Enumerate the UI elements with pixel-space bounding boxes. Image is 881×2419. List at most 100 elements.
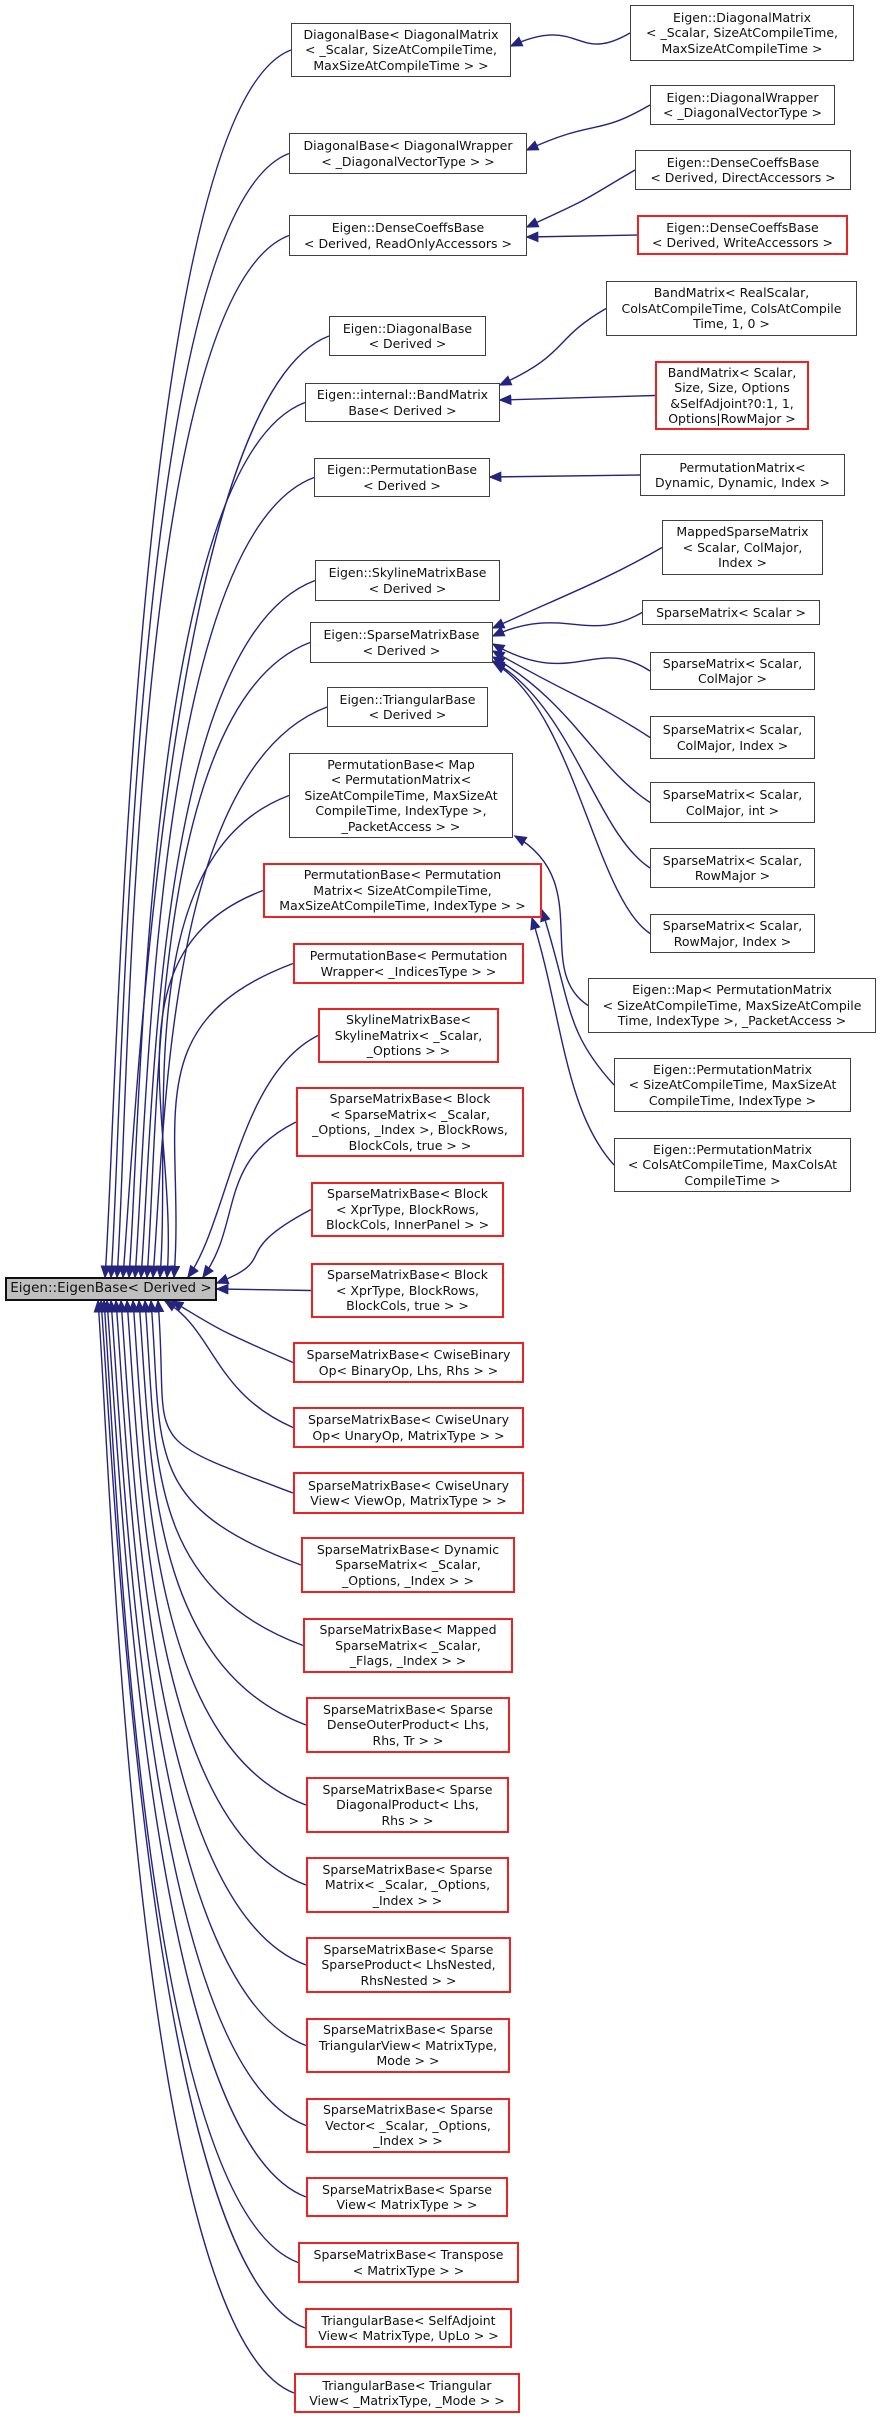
class-node-r5[interactable]: BandMatrix< RealScalar, ColsAtCompileTim… xyxy=(606,281,857,336)
class-node-n16[interactable]: SparseMatrixBase< Block < XprType, Block… xyxy=(311,1263,504,1318)
class-node-n24[interactable]: SparseMatrixBase< Sparse Matrix< _Scalar… xyxy=(306,1857,509,1913)
inheritance-edge-n25-to-root xyxy=(116,1299,307,1966)
class-node-n18[interactable]: SparseMatrixBase< CwiseUnary Op< UnaryOp… xyxy=(293,1407,524,1448)
class-node-r1[interactable]: Eigen::DiagonalMatrix < _Scalar, SizeAtC… xyxy=(630,5,854,61)
inheritance-edge-r5-to-n5 xyxy=(498,307,607,386)
class-node-r6[interactable]: BandMatrix< Scalar, Size, Size, Options … xyxy=(655,361,809,430)
class-node-n20[interactable]: SparseMatrixBase< Dynamic SparseMatrix< … xyxy=(301,1537,515,1593)
class-node-label: BandMatrix< RealScalar, ColsAtCompileTim… xyxy=(621,285,842,332)
class-node-label: SparseMatrix< Scalar, ColMajor, int > xyxy=(662,787,803,818)
inheritance-edge-n21-to-root xyxy=(140,1299,304,1647)
class-node-n7[interactable]: Eigen::SkylineMatrixBase < Derived > xyxy=(315,560,500,601)
inheritance-edge-n11-to-root xyxy=(158,889,264,1279)
class-node-n12[interactable]: PermutationBase< Permutation Wrapper< _I… xyxy=(293,943,524,984)
class-node-n29[interactable]: SparseMatrixBase< Transpose < MatrixType… xyxy=(298,2242,519,2283)
inheritance-edge-n31-to-root xyxy=(93,1299,295,2394)
class-node-r2[interactable]: Eigen::DiagonalWrapper < _DiagonalVector… xyxy=(650,85,835,125)
class-node-label: SparseMatrixBase< Sparse SparseProduct< … xyxy=(321,1941,496,1988)
inheritance-edge-r1-to-n1 xyxy=(509,32,631,47)
inheritance-edge-n9-to-root xyxy=(148,706,328,1279)
class-node-n13[interactable]: SkylineMatrixBase< SkylineMatrix< _Scala… xyxy=(318,1008,499,1063)
class-node-n6[interactable]: Eigen::PermutationBase < Derived > xyxy=(314,458,490,497)
class-node-n26[interactable]: SparseMatrixBase< Sparse TriangularView<… xyxy=(306,2018,510,2073)
class-node-n10[interactable]: PermutationBase< Map < PermutationMatrix… xyxy=(289,753,513,838)
inheritance-edge-n26-to-root xyxy=(111,1299,307,2047)
class-node-n5[interactable]: Eigen::internal::BandMatrix Base< Derive… xyxy=(305,383,500,422)
class-node-r17[interactable]: Eigen::PermutationMatrix < ColsAtCompile… xyxy=(614,1138,851,1192)
class-node-n4[interactable]: Eigen::DiagonalBase < Derived > xyxy=(329,316,486,356)
class-node-n11[interactable]: PermutationBase< Permutation Matrix< Siz… xyxy=(263,863,542,918)
class-node-label: SparseMatrixBase< Sparse TriangularView<… xyxy=(318,2022,498,2069)
class-node-r16[interactable]: Eigen::PermutationMatrix < SizeAtCompile… xyxy=(614,1058,851,1112)
inheritance-edge-n7-to-root xyxy=(136,579,316,1279)
class-node-label: SparseMatrix< Scalar, ColMajor > xyxy=(662,655,803,687)
inheritance-edge-r13-to-n8 xyxy=(491,660,651,869)
class-node-n22[interactable]: SparseMatrixBase< Sparse DenseOuterProdu… xyxy=(306,1697,510,1753)
class-node-label: SparseMatrix< Scalar, ColMajor, Index > xyxy=(662,722,803,753)
class-node-n19[interactable]: SparseMatrixBase< CwiseUnary View< ViewO… xyxy=(293,1472,524,1514)
inheritance-edge-n1-to-root xyxy=(100,49,292,1279)
inheritance-edge-n30-to-root xyxy=(96,1299,306,2329)
class-node-label: Eigen::DiagonalBase < Derived > xyxy=(342,320,473,352)
class-node-label: SparseMatrixBase< Dynamic SparseMatrix< … xyxy=(316,1541,500,1588)
class-node-label: Eigen::SkylineMatrixBase < Derived > xyxy=(328,565,487,596)
class-node-r10[interactable]: SparseMatrix< Scalar, ColMajor > xyxy=(650,652,815,690)
class-node-r8[interactable]: MappedSparseMatrix < Scalar, ColMajor, I… xyxy=(662,520,823,575)
class-node-label: SparseMatrixBase< CwiseUnary Op< UnaryOp… xyxy=(307,1412,509,1443)
class-node-n9[interactable]: Eigen::TriangularBase < Derived > xyxy=(327,687,488,727)
class-node-label: SparseMatrixBase< Mapped SparseMatrix< _… xyxy=(319,1622,497,1669)
class-node-label: Eigen::DenseCoeffsBase < Derived, WriteA… xyxy=(652,219,833,251)
inheritance-edge-n12-to-root xyxy=(169,962,294,1279)
class-node-n27[interactable]: SparseMatrixBase< Sparse Vector< _Scalar… xyxy=(306,2098,510,2153)
class-node-label: PermutationBase< Permutation Wrapper< _I… xyxy=(309,948,508,979)
inheritance-edge-r17-to-n11 xyxy=(530,916,615,1166)
class-node-n1[interactable]: DiagonalBase< DiagonalMatrix < _Scalar, … xyxy=(291,23,511,77)
class-node-label: SparseMatrixBase< CwiseBinary Op< Binary… xyxy=(306,1347,511,1378)
inheritance-edge-n4-to-root xyxy=(118,335,330,1279)
inheritance-edge-n5-to-root xyxy=(124,401,306,1279)
class-node-r13[interactable]: SparseMatrix< Scalar, RowMajor > xyxy=(650,848,815,888)
inheritance-edge-n6-to-root xyxy=(130,476,315,1279)
class-node-n2[interactable]: DiagonalBase< DiagonalWrapper < _Diagona… xyxy=(289,133,527,174)
class-node-label: SparseMatrixBase< Sparse Vector< _Scalar… xyxy=(323,2102,493,2149)
inheritance-edge-r8-to-n8 xyxy=(491,546,663,629)
inheritance-edge-r12-to-n8 xyxy=(491,656,651,804)
class-node-label: Eigen::Map< PermutationMatrix < SizeAtCo… xyxy=(602,982,862,1029)
class-node-root: Eigen::EigenBase< Derived > xyxy=(5,1277,217,1301)
class-node-n31[interactable]: TriangularBase< Triangular View< _Matrix… xyxy=(294,2373,520,2413)
class-node-label: SparseMatrixBase< Block < SparseMatrix< … xyxy=(312,1091,508,1153)
class-node-r3[interactable]: Eigen::DenseCoeffsBase < Derived, Direct… xyxy=(635,150,851,190)
class-node-r4[interactable]: Eigen::DenseCoeffsBase < Derived, WriteA… xyxy=(637,215,848,255)
inheritance-edge-n14-to-root xyxy=(202,1121,297,1279)
class-node-r12[interactable]: SparseMatrix< Scalar, ColMajor, int > xyxy=(650,782,815,823)
class-node-n30[interactable]: TriangularBase< SelfAdjoint View< Matrix… xyxy=(305,2308,512,2348)
class-node-n21[interactable]: SparseMatrixBase< Mapped SparseMatrix< _… xyxy=(303,1618,513,1673)
class-node-label: TriangularBase< Triangular View< _Matrix… xyxy=(309,2377,505,2409)
class-node-n17[interactable]: SparseMatrixBase< CwiseBinary Op< Binary… xyxy=(293,1342,524,1383)
class-node-label: Eigen::SparseMatrixBase < Derived > xyxy=(323,627,480,658)
class-node-n28[interactable]: SparseMatrixBase< Sparse View< MatrixTyp… xyxy=(306,2177,508,2217)
class-node-label: SparseMatrixBase< Block < XprType, Block… xyxy=(327,1267,488,1314)
class-node-label: Eigen::TriangularBase < Derived > xyxy=(339,691,476,723)
class-node-label: BandMatrix< Scalar, Size, Size, Options … xyxy=(667,364,797,427)
inheritance-edge-n13-to-root xyxy=(187,1034,319,1279)
class-node-n8[interactable]: Eigen::SparseMatrixBase < Derived > xyxy=(310,622,493,663)
inheritance-edge-r10-to-n8 xyxy=(491,643,651,672)
class-node-label: SparseMatrixBase< Sparse View< MatrixTyp… xyxy=(322,2181,492,2213)
class-node-r7[interactable]: PermutationMatrix< Dynamic, Dynamic, Ind… xyxy=(640,454,845,496)
class-node-r14[interactable]: SparseMatrix< Scalar, RowMajor, Index > xyxy=(650,914,815,953)
class-node-r9[interactable]: SparseMatrix< Scalar > xyxy=(642,600,820,625)
class-node-n15[interactable]: SparseMatrixBase< Block < XprType, Block… xyxy=(311,1182,504,1237)
class-node-n3[interactable]: Eigen::DenseCoeffsBase < Derived, ReadOn… xyxy=(289,215,527,256)
class-node-n25[interactable]: SparseMatrixBase< Sparse SparseProduct< … xyxy=(306,1937,511,1993)
class-node-n14[interactable]: SparseMatrixBase< Block < SparseMatrix< … xyxy=(296,1087,524,1157)
inheritance-edge-n19-to-root xyxy=(153,1299,294,1494)
class-node-label: SparseMatrix< Scalar, RowMajor > xyxy=(662,852,803,884)
class-node-label: Eigen::PermutationBase < Derived > xyxy=(326,462,478,493)
class-node-label: MappedSparseMatrix < Scalar, ColMajor, I… xyxy=(676,524,809,571)
class-node-n23[interactable]: SparseMatrixBase< Sparse DiagonalProduct… xyxy=(306,1777,509,1833)
class-node-r11[interactable]: SparseMatrix< Scalar, ColMajor, Index > xyxy=(650,716,815,759)
class-node-r15[interactable]: Eigen::Map< PermutationMatrix < SizeAtCo… xyxy=(588,978,876,1033)
class-node-label: SparseMatrixBase< Sparse DenseOuterProdu… xyxy=(323,1701,493,1748)
